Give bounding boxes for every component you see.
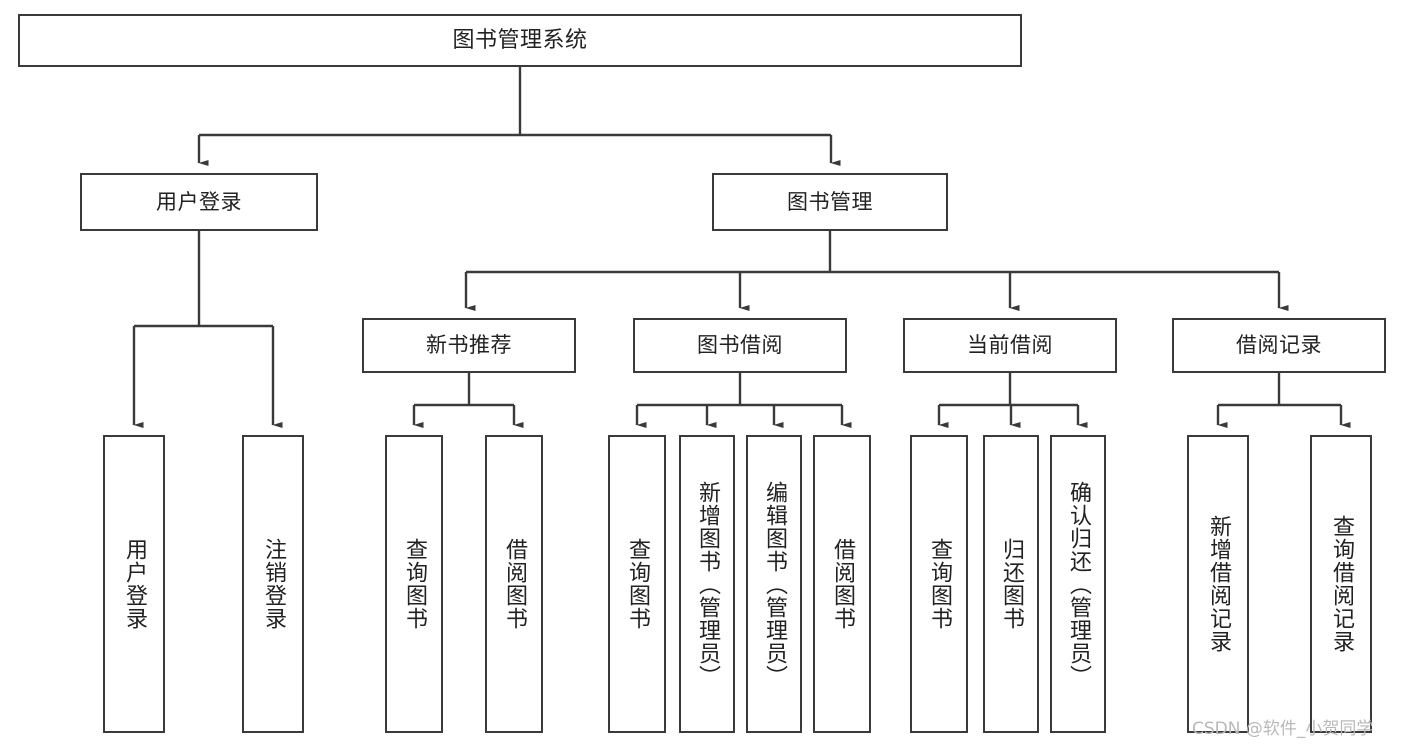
leaf-query-book-current[interactable]: 查询图书: [910, 435, 968, 733]
leaf-label: 查询借阅记录: [1328, 515, 1354, 653]
node-borrow-records-label: 借阅记录: [1236, 333, 1322, 358]
node-new-book-recommend-label: 新书推荐: [426, 333, 512, 358]
leaf-label: 查询图书: [624, 538, 650, 630]
leaf-query-book-newbook[interactable]: 查询图书: [385, 435, 443, 733]
leaf-borrow-book[interactable]: 借阅图书: [813, 435, 871, 733]
node-book-borrow[interactable]: 图书借阅: [633, 318, 847, 373]
node-user-login[interactable]: 用户登录: [80, 173, 318, 231]
leaf-label: 归还图书: [998, 538, 1024, 630]
node-book-management[interactable]: 图书管理: [712, 173, 948, 231]
leaf-borrow-book-newbook[interactable]: 借阅图书: [485, 435, 543, 733]
leaf-query-borrow-record[interactable]: 查询借阅记录: [1310, 435, 1372, 733]
leaf-label: 注销登录: [260, 538, 286, 630]
leaf-add-borrow-record[interactable]: 新增借阅记录: [1187, 435, 1249, 733]
node-book-management-label: 图书管理: [787, 189, 873, 214]
node-new-book-recommend[interactable]: 新书推荐: [362, 318, 576, 373]
node-current-borrow-label: 当前借阅: [967, 333, 1053, 358]
leaf-label: 查询图书: [401, 538, 427, 630]
leaf-label: 查询图书: [926, 538, 952, 630]
node-current-borrow[interactable]: 当前借阅: [903, 318, 1117, 373]
leaf-logout[interactable]: 注销登录: [242, 435, 304, 733]
leaf-label: 新增借阅记录: [1205, 515, 1231, 653]
leaf-user-login[interactable]: 用户登录: [103, 435, 165, 733]
leaf-edit-book-admin[interactable]: 编辑图书（管理员）: [746, 435, 802, 733]
leaf-label: 用户登录: [121, 538, 147, 630]
leaf-label: 编辑图书（管理员）: [761, 480, 787, 688]
node-root-label: 图书管理系统: [452, 27, 588, 53]
leaf-label: 借阅图书: [829, 538, 855, 630]
leaf-label: 借阅图书: [501, 538, 527, 630]
leaf-add-book-admin[interactable]: 新增图书（管理员）: [679, 435, 735, 733]
leaf-label: 新增图书（管理员）: [694, 480, 720, 688]
leaf-query-book-borrow[interactable]: 查询图书: [608, 435, 666, 733]
node-borrow-records[interactable]: 借阅记录: [1172, 318, 1386, 373]
leaf-return-book[interactable]: 归还图书: [983, 435, 1039, 733]
leaf-label: 确认归还（管理员）: [1065, 480, 1091, 688]
node-book-borrow-label: 图书借阅: [697, 333, 783, 358]
node-root[interactable]: 图书管理系统: [18, 14, 1022, 67]
leaf-confirm-return-admin[interactable]: 确认归还（管理员）: [1050, 435, 1106, 733]
watermark-text: CSDN @软件_小贺同学: [1192, 719, 1374, 739]
node-user-login-label: 用户登录: [156, 189, 242, 214]
